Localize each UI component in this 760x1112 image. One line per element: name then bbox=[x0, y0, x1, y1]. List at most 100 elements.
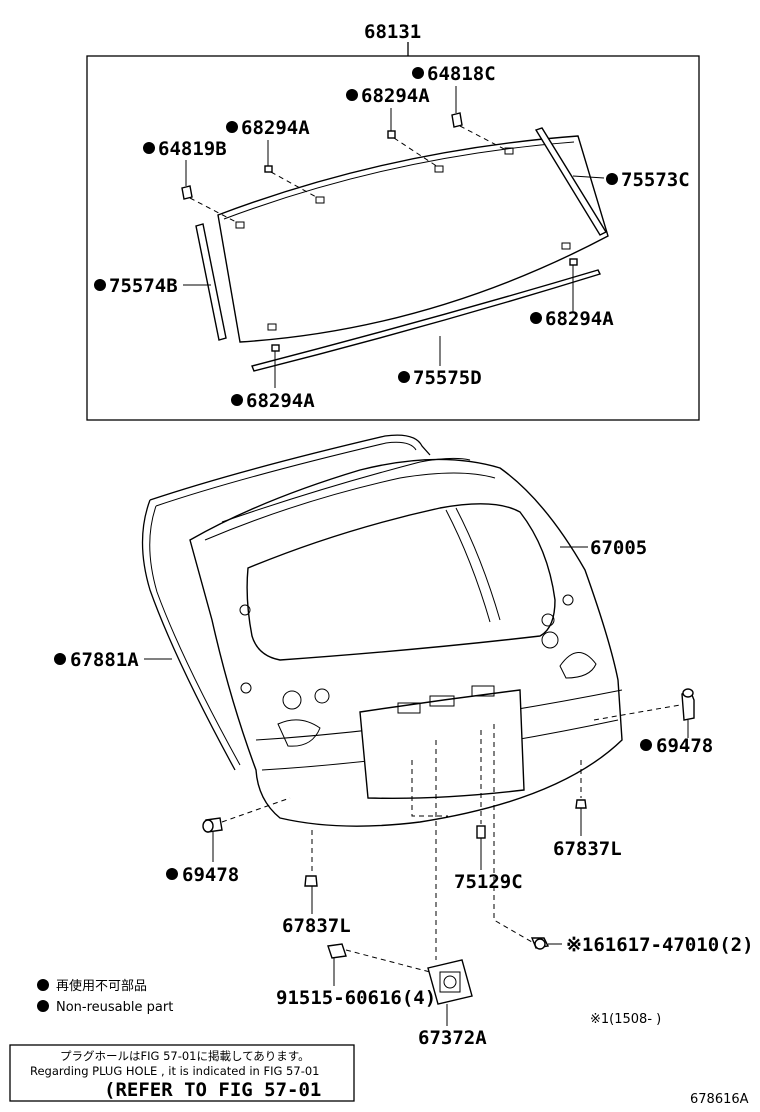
non-reusable-dot bbox=[530, 312, 542, 324]
callout-91515-60616: 91515-60616(4) bbox=[276, 987, 436, 1009]
cushion-cap bbox=[682, 688, 694, 698]
non-reusable-dot bbox=[94, 279, 106, 291]
clip-68294A-top bbox=[387, 130, 396, 139]
legend: 再使用不可部品 Non-reusable part bbox=[37, 978, 173, 1015]
glass-clip-seat bbox=[561, 242, 571, 250]
callout-68294A-left: 68294A bbox=[241, 117, 310, 139]
callout-67837L-left: 67837L bbox=[282, 915, 351, 937]
glass-clip-seat bbox=[434, 165, 444, 173]
striker-center bbox=[443, 975, 457, 989]
glass-clip-seat bbox=[315, 196, 325, 204]
striker-67372A bbox=[427, 959, 473, 1005]
cushion-cap bbox=[202, 819, 214, 833]
back-door-group: 67005 67881A 69478 67837L 69478 75129C 6… bbox=[54, 434, 754, 1049]
refer-box: プラグホールはFIG 57-01に掲載してあります。 Regarding PLU… bbox=[9, 1044, 355, 1102]
dash-leader bbox=[345, 949, 431, 973]
back-door-glass bbox=[217, 135, 609, 343]
legend-jp: 再使用不可部品 bbox=[56, 978, 147, 994]
glass-assembly-group: 68131 64818C 68294A 68294A 64819B 75573C… bbox=[86, 21, 700, 421]
callout-75575D: 75575D bbox=[413, 367, 482, 389]
callout-75573C: 75573C bbox=[621, 169, 690, 191]
service-hole-right bbox=[559, 652, 597, 679]
glass-clip-seat bbox=[235, 221, 245, 229]
non-reusable-dot bbox=[231, 394, 243, 406]
glass-inner-edge bbox=[223, 141, 575, 220]
pin-75129C bbox=[476, 825, 486, 839]
figure-id: 678616A bbox=[690, 1092, 749, 1107]
bolt-head bbox=[534, 938, 546, 950]
clip-64819B bbox=[181, 185, 193, 200]
lamp-hole bbox=[429, 695, 455, 707]
callout-75129C: 75129C bbox=[454, 871, 523, 893]
refer-line-en: Regarding PLUG HOLE , it is indicated in… bbox=[30, 1064, 319, 1078]
panel-hole bbox=[541, 613, 555, 627]
callout-67881A: 67881A bbox=[70, 649, 139, 671]
weatherstrip-inner bbox=[149, 441, 417, 766]
panel-hole bbox=[541, 631, 559, 649]
clip-64818C bbox=[451, 112, 463, 128]
dash-leader bbox=[411, 740, 448, 960]
spoiler-band bbox=[204, 472, 496, 541]
non-reusable-dot bbox=[54, 653, 66, 665]
callout-68294A-right: 68294A bbox=[545, 308, 614, 330]
callout-64818C: 64818C bbox=[427, 63, 496, 85]
date-note: ※1(1508- ) bbox=[590, 1012, 661, 1027]
panel-hole bbox=[239, 604, 251, 616]
license-recess bbox=[359, 689, 525, 800]
non-reusable-dot bbox=[226, 121, 238, 133]
non-reusable-dot bbox=[606, 173, 618, 185]
spoiler-band-top bbox=[221, 457, 471, 523]
panel-hole bbox=[282, 690, 302, 710]
screw-91515 bbox=[327, 943, 347, 959]
callout-67005: 67005 bbox=[590, 537, 647, 559]
non-reusable-dot bbox=[398, 371, 410, 383]
weatherstrip-outer bbox=[141, 434, 431, 771]
window-opening bbox=[246, 503, 556, 661]
lamp-hole bbox=[397, 702, 421, 714]
panel-hole bbox=[240, 682, 252, 694]
legend-dot bbox=[37, 1000, 49, 1012]
non-reusable-dot bbox=[346, 89, 358, 101]
glass-clip-seat bbox=[267, 323, 277, 331]
refer-line-jp: プラグホールはFIG 57-01に掲載してあります。 bbox=[60, 1049, 310, 1063]
callout-67837L-right: 67837L bbox=[553, 838, 622, 860]
refer-box-frame bbox=[9, 1044, 355, 1102]
right-side-molding bbox=[534, 127, 607, 236]
dash-leader bbox=[189, 197, 239, 224]
legend-en: Non-reusable part bbox=[56, 1000, 173, 1015]
plug-67837L-right bbox=[575, 799, 587, 809]
service-hole-left bbox=[277, 719, 321, 747]
lamp-hole bbox=[471, 685, 495, 697]
callout-68294A-top: 68294A bbox=[361, 85, 430, 107]
callout-67372A: 67372A bbox=[418, 1027, 487, 1049]
window-divider bbox=[445, 509, 491, 623]
non-reusable-dot bbox=[412, 67, 424, 79]
dash-leader bbox=[221, 797, 291, 823]
leader bbox=[572, 175, 605, 179]
clip-68294A-right bbox=[569, 258, 578, 266]
callout-64819B: 64819B bbox=[158, 138, 227, 160]
callout-69478-right: 69478 bbox=[656, 735, 713, 757]
callout-69478-left: 69478 bbox=[182, 864, 239, 886]
callout-161617-47010: ※161617-47010(2) bbox=[566, 934, 754, 956]
dash-leader bbox=[593, 704, 681, 721]
panel-hole bbox=[314, 688, 330, 704]
glass-assembly-box bbox=[86, 55, 700, 421]
non-reusable-dot bbox=[143, 142, 155, 154]
callout-68131: 68131 bbox=[364, 21, 421, 43]
non-reusable-dot bbox=[166, 868, 178, 880]
plug-67837L-left bbox=[304, 875, 318, 887]
panel-hole bbox=[562, 594, 574, 606]
glass-clip-seat bbox=[504, 147, 514, 155]
legend-dot bbox=[37, 979, 49, 991]
callout-68294A-bottom: 68294A bbox=[246, 390, 315, 412]
lower-molding bbox=[251, 269, 601, 372]
non-reusable-dot bbox=[640, 739, 652, 751]
window-divider bbox=[455, 507, 501, 621]
refer-line-fig: (REFER TO FIG 57-01 bbox=[104, 1079, 321, 1101]
clip-68294A-left bbox=[264, 165, 273, 173]
callout-75574B: 75574B bbox=[109, 275, 178, 297]
left-side-molding bbox=[195, 223, 227, 341]
